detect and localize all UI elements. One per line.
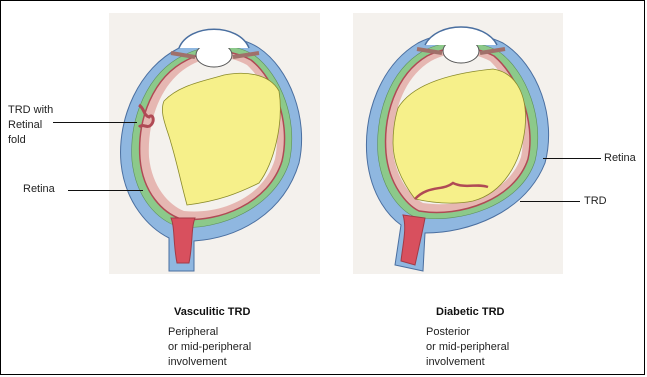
left-eye-svg: [109, 13, 320, 274]
label-retina-left: Retina: [23, 182, 55, 197]
leader-line-retina-right: [543, 158, 601, 159]
diabetic-trd-illustration: [353, 13, 563, 274]
label-trd-fold-line3: fold: [8, 133, 53, 148]
caption-title-diabetic: Diabetic TRD: [436, 306, 504, 318]
leader-line-trd-right: [520, 201, 580, 202]
right-cornea: [425, 27, 497, 45]
right-eye-svg: [353, 13, 563, 274]
vasculitic-trd-illustration: [109, 13, 320, 274]
caption-line1-vasculitic: Peripheral: [168, 325, 218, 340]
label-retina-right: Retina: [604, 151, 636, 166]
label-trd-fold-line2: Retinal: [8, 118, 53, 133]
caption-line3-diabetic: involvement: [426, 355, 485, 370]
caption-line3-vasculitic: involvement: [168, 355, 227, 370]
caption-line2-diabetic: or mid-peripheral: [426, 340, 509, 355]
label-trd-with-retinal-fold: TRD with Retinal fold: [8, 103, 53, 148]
label-trd-fold-line1: TRD with: [8, 103, 53, 118]
caption-title-vasculitic: Vasculitic TRD: [174, 306, 250, 318]
leader-line-trd-fold: [53, 122, 137, 123]
left-cornea: [179, 29, 249, 48]
label-trd-right: TRD: [584, 194, 607, 209]
leader-line-retina-left: [68, 190, 143, 191]
caption-line1-diabetic: Posterior: [426, 325, 470, 340]
caption-line2-vasculitic: or mid-peripheral: [168, 340, 251, 355]
